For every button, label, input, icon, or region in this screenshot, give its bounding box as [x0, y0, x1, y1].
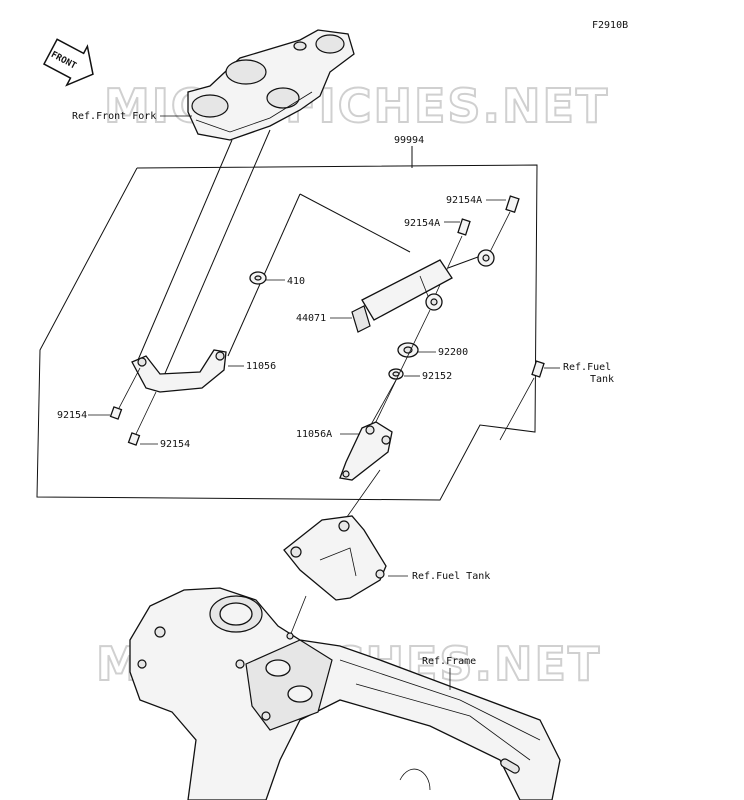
- kit-frame: [36, 146, 538, 501]
- label-410: 410: [287, 276, 305, 287]
- steering-damper-44071: [351, 249, 495, 333]
- fuel-tank-bracket: [283, 515, 387, 601]
- frame: [129, 587, 561, 800]
- label-ref-fuel-tank-1: Ref.Fuel: [563, 362, 611, 373]
- collar-92152: [388, 368, 404, 380]
- bolt-92154-2: [127, 432, 141, 446]
- label-92154A-2: 92154A: [404, 218, 440, 229]
- label-92154-2: 92154: [160, 439, 190, 450]
- washer-410: [249, 271, 267, 285]
- bracket-11056A: [339, 421, 393, 481]
- label-ref-fuel-tank-1-line2: Tank: [590, 374, 614, 385]
- figure-code: F2910B: [592, 20, 628, 31]
- bolt-92154-1: [109, 406, 123, 420]
- watermark-top: MICROFICHES.NET: [104, 79, 609, 133]
- label-99994: 99994: [394, 135, 424, 146]
- label-11056A: 11056A: [296, 429, 332, 440]
- label-ref-frame: Ref.Frame: [422, 656, 476, 667]
- label-92154-1: 92154: [57, 410, 87, 421]
- label-92200: 92200: [438, 347, 468, 358]
- label-92152: 92152: [422, 371, 452, 382]
- bracket-11056: [131, 349, 227, 393]
- bolt-ref-fuel-tank: [531, 360, 545, 378]
- label-ref-fuel-tank-2: Ref.Fuel Tank: [412, 571, 490, 582]
- bolt-92154A-2: [457, 218, 471, 236]
- label-44071: 44071: [296, 313, 326, 324]
- label-ref-front-fork: Ref.Front Fork: [72, 111, 156, 122]
- label-92154A-1: 92154A: [446, 195, 482, 206]
- front-arrow-icon: FRONT: [42, 38, 94, 87]
- top-triple-clamp: [187, 29, 355, 141]
- label-11056: 11056: [246, 361, 276, 372]
- bolt-92154A-1: [505, 195, 520, 214]
